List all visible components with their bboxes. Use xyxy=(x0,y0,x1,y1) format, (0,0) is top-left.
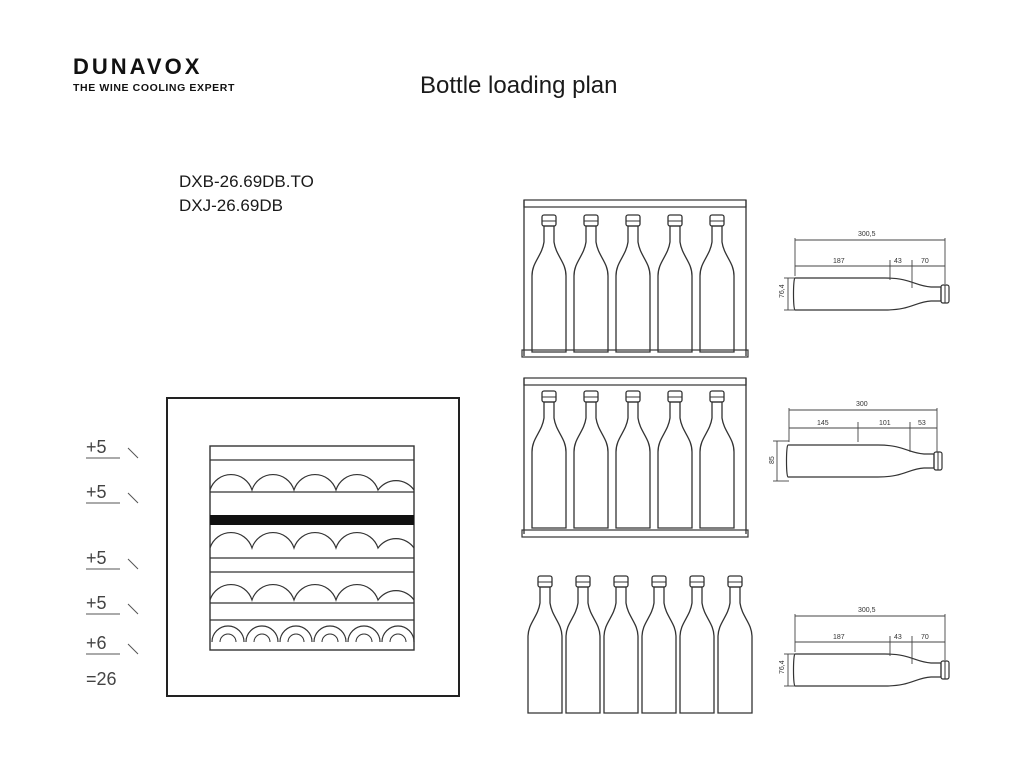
brand-tagline: THE WINE COOLING EXPERT xyxy=(73,82,235,94)
shelf-4-bottom xyxy=(210,619,415,643)
dim1-body: 187 xyxy=(833,258,845,265)
dim3-body: 187 xyxy=(833,634,845,641)
fridge-front-view xyxy=(166,397,460,697)
rack-2-side-view xyxy=(521,377,749,538)
shelf-count-5: +6 xyxy=(86,633,107,653)
shelf-1 xyxy=(209,459,415,493)
dim2-overall: 300 xyxy=(856,401,868,408)
dim2-body: 145 xyxy=(817,420,829,427)
total-count: =26 xyxy=(86,669,117,689)
dim1-overall: 300,5 xyxy=(858,231,876,238)
dark-shelf xyxy=(210,515,414,525)
dim2-shoulder: 101 xyxy=(879,420,891,427)
brand-logo-name: DUNAVOX xyxy=(73,54,203,79)
rack-1-side-view xyxy=(521,199,749,358)
dim1-diameter: 76,4 xyxy=(779,284,786,298)
bottom-row-bottles xyxy=(527,575,753,714)
dim3-diameter: 76,4 xyxy=(779,660,786,674)
model-name-2: DXJ-26.69DB xyxy=(179,196,283,215)
shelf-count-3: +5 xyxy=(86,548,107,568)
model-name-1: DXB-26.69DB.TO xyxy=(179,172,314,191)
shelf-count-4: +5 xyxy=(86,593,107,613)
shelf-3 xyxy=(209,571,415,604)
dim1-shoulder: 43 xyxy=(894,258,902,265)
bottle-dimensions-3 xyxy=(784,614,950,687)
dim2-diameter: 85 xyxy=(769,456,776,464)
count-arrows xyxy=(86,447,139,655)
dim3-shoulder: 43 xyxy=(894,634,902,641)
dim3-overall: 300,5 xyxy=(858,607,876,614)
shelf-count-1: +5 xyxy=(86,437,107,457)
dim1-neck: 70 xyxy=(921,258,929,265)
bottle-dimensions-2 xyxy=(773,408,943,482)
shelf-count-2: +5 xyxy=(86,482,107,502)
dim3-neck: 70 xyxy=(921,634,929,641)
bottle-dimensions-1 xyxy=(784,238,950,311)
page-title: Bottle loading plan xyxy=(420,72,618,99)
shelf-2 xyxy=(209,532,415,559)
dim2-neck: 53 xyxy=(918,420,926,427)
